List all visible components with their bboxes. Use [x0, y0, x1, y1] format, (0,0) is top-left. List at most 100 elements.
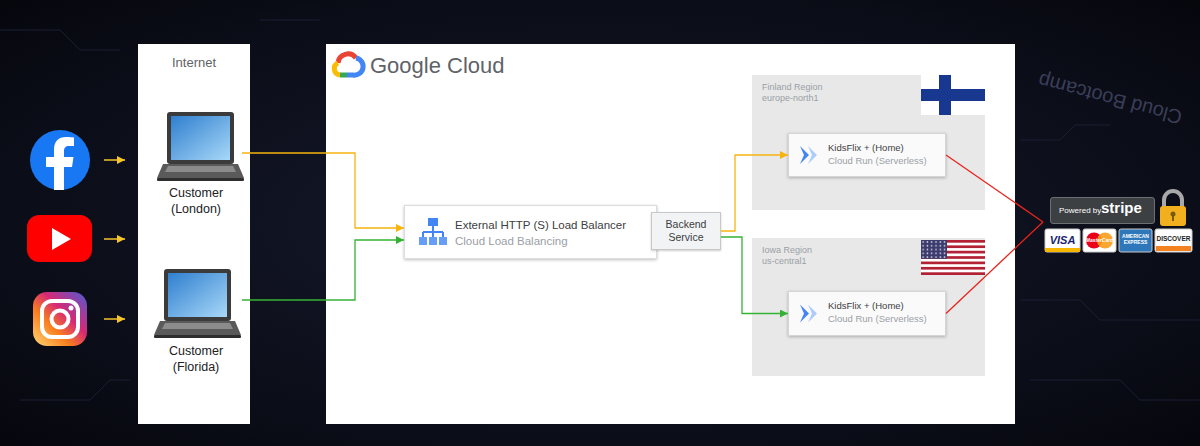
visa-band: [1045, 248, 1080, 252]
laptop-keyboard: [165, 166, 236, 172]
mastercard-card: [1083, 229, 1116, 252]
flag-field: [921, 240, 985, 275]
stripe-payment: Powered bystripe: [1043, 195, 1197, 255]
traffic-arrows: [104, 160, 125, 319]
flag-stripe: [921, 272, 985, 275]
flow-connector: [242, 153, 404, 228]
backend-service-box: Backend Service: [651, 212, 721, 250]
lb-branches: [423, 226, 443, 237]
youtube-play: [52, 228, 71, 250]
youtube-body: [27, 215, 92, 262]
laptop-keyboard: [162, 323, 233, 329]
facebook-glyph: [46, 137, 74, 190]
google-cloud-logo: [334, 54, 363, 75]
node-title: Iowa Region: [762, 245, 812, 256]
node-title: Customer (London): [156, 186, 236, 217]
discover-card: [1155, 229, 1192, 252]
flag-stripe: [921, 267, 985, 270]
circuit-trace: [0, 30, 120, 50]
node-subtitle: Cloud Run (Serverless): [828, 313, 927, 325]
cloud-run-service: KidsFlix + (Home)Cloud Run (Serverless): [788, 133, 946, 177]
watermark: Cloud Bootcamp: [1030, 68, 1190, 131]
run-chevron: [808, 146, 817, 164]
cloud-run-service: KidsFlix + (Home)Cloud Run (Serverless): [788, 291, 946, 336]
flow-connector: [721, 237, 788, 314]
flow-connector: [946, 222, 1043, 314]
padlock-icon: [1160, 191, 1186, 226]
cloud-run-icon: [800, 305, 817, 323]
node-subtitle: europe-north1: [762, 93, 819, 104]
logo-blue: [347, 58, 363, 75]
instagram-dot: [69, 306, 74, 311]
node-title: KidsFlix + (Home): [828, 142, 904, 154]
lock-keyhole: [1172, 215, 1174, 221]
instagram-lens: [52, 311, 69, 328]
finland-flag: [921, 75, 985, 115]
circuit-trace: [20, 380, 130, 400]
visa-card: [1045, 229, 1080, 252]
node-title: Powered by: [1059, 206, 1101, 216]
circuit-trace: [260, 20, 320, 21]
mastercard-circle: [1097, 233, 1113, 249]
node-subtitle: us-central1: [762, 256, 807, 267]
node-title: Internet: [138, 55, 250, 71]
youtube-icon: [27, 215, 92, 262]
laptop-screen: [171, 116, 230, 160]
node-title: Finland Region: [762, 82, 823, 93]
flag-stripe: [921, 262, 985, 265]
customer-laptop: Customer (London): [150, 108, 242, 218]
instagram-body: [33, 292, 87, 346]
internet-panel: Customer (London) Customer (Florida) Inter…: [138, 44, 250, 424]
circuit-trace: [1030, 380, 1200, 400]
flag-cross: [921, 89, 985, 101]
logo-red: [338, 54, 356, 63]
flag-stripe: [921, 240, 985, 243]
node-title: Backend Service: [655, 218, 717, 244]
card-brand: MasterCard: [1083, 238, 1116, 244]
discover-band: [1156, 246, 1191, 251]
flag-cross: [939, 75, 951, 115]
node-subtitle: Cloud Run (Serverless): [828, 155, 927, 167]
laptop-edge: [154, 335, 241, 338]
facebook-circle: [30, 130, 90, 190]
logo-yellow: [334, 63, 340, 75]
traffic-arrow: [104, 318, 125, 320]
flag-stripe: [921, 245, 985, 248]
circuit-trace: [1020, 300, 1200, 320]
laptop-edge: [157, 178, 244, 181]
node-title: Google Cloud: [370, 52, 505, 80]
cloud-run-icon: [800, 146, 817, 164]
usa-flag: [921, 240, 985, 275]
lb-root: [428, 218, 438, 226]
lb-leaf: [439, 237, 447, 245]
region-zone: KidsFlix + (Home)Cloud Run (Serverless) F…: [752, 75, 985, 210]
circuit-trace: [1020, 125, 1110, 140]
flag-canton: [921, 240, 947, 259]
lb-leaf: [429, 237, 437, 245]
traffic-arrow: [104, 159, 125, 161]
run-chevron: [800, 305, 809, 323]
traffic-arrow: [104, 238, 125, 240]
node-title: External HTTP (S) Load Balancer: [455, 218, 626, 232]
flag-stars: [921, 240, 947, 259]
node-title: KidsFlix + (Home): [828, 300, 904, 312]
card-logos: [1045, 229, 1192, 252]
laptop-icon: [154, 269, 241, 338]
laptop-base: [154, 321, 241, 335]
node-title: Customer (Florida): [156, 344, 236, 375]
region-zone: KidsFlix + (Home)Cloud Run (Serverless) I…: [752, 238, 985, 376]
customer-laptop: Customer (Florida): [150, 265, 242, 373]
card-brand: AMERICAN EXPRESS: [1120, 234, 1151, 245]
run-chevron: [808, 305, 817, 323]
mastercard-circle: [1086, 233, 1102, 249]
laptop-base: [157, 164, 244, 178]
lock-body: [1160, 206, 1186, 226]
logo-green: [340, 73, 347, 78]
load-balancer-box: External HTTP (S) Load BalancerCloud Loa…: [404, 205, 657, 259]
flag-field: [921, 75, 985, 115]
cloud-panel: External HTTP (S) Load BalancerCloud Loa…: [326, 44, 1015, 424]
flag-stripe: [921, 256, 985, 259]
lock-shackle: [1164, 191, 1182, 207]
